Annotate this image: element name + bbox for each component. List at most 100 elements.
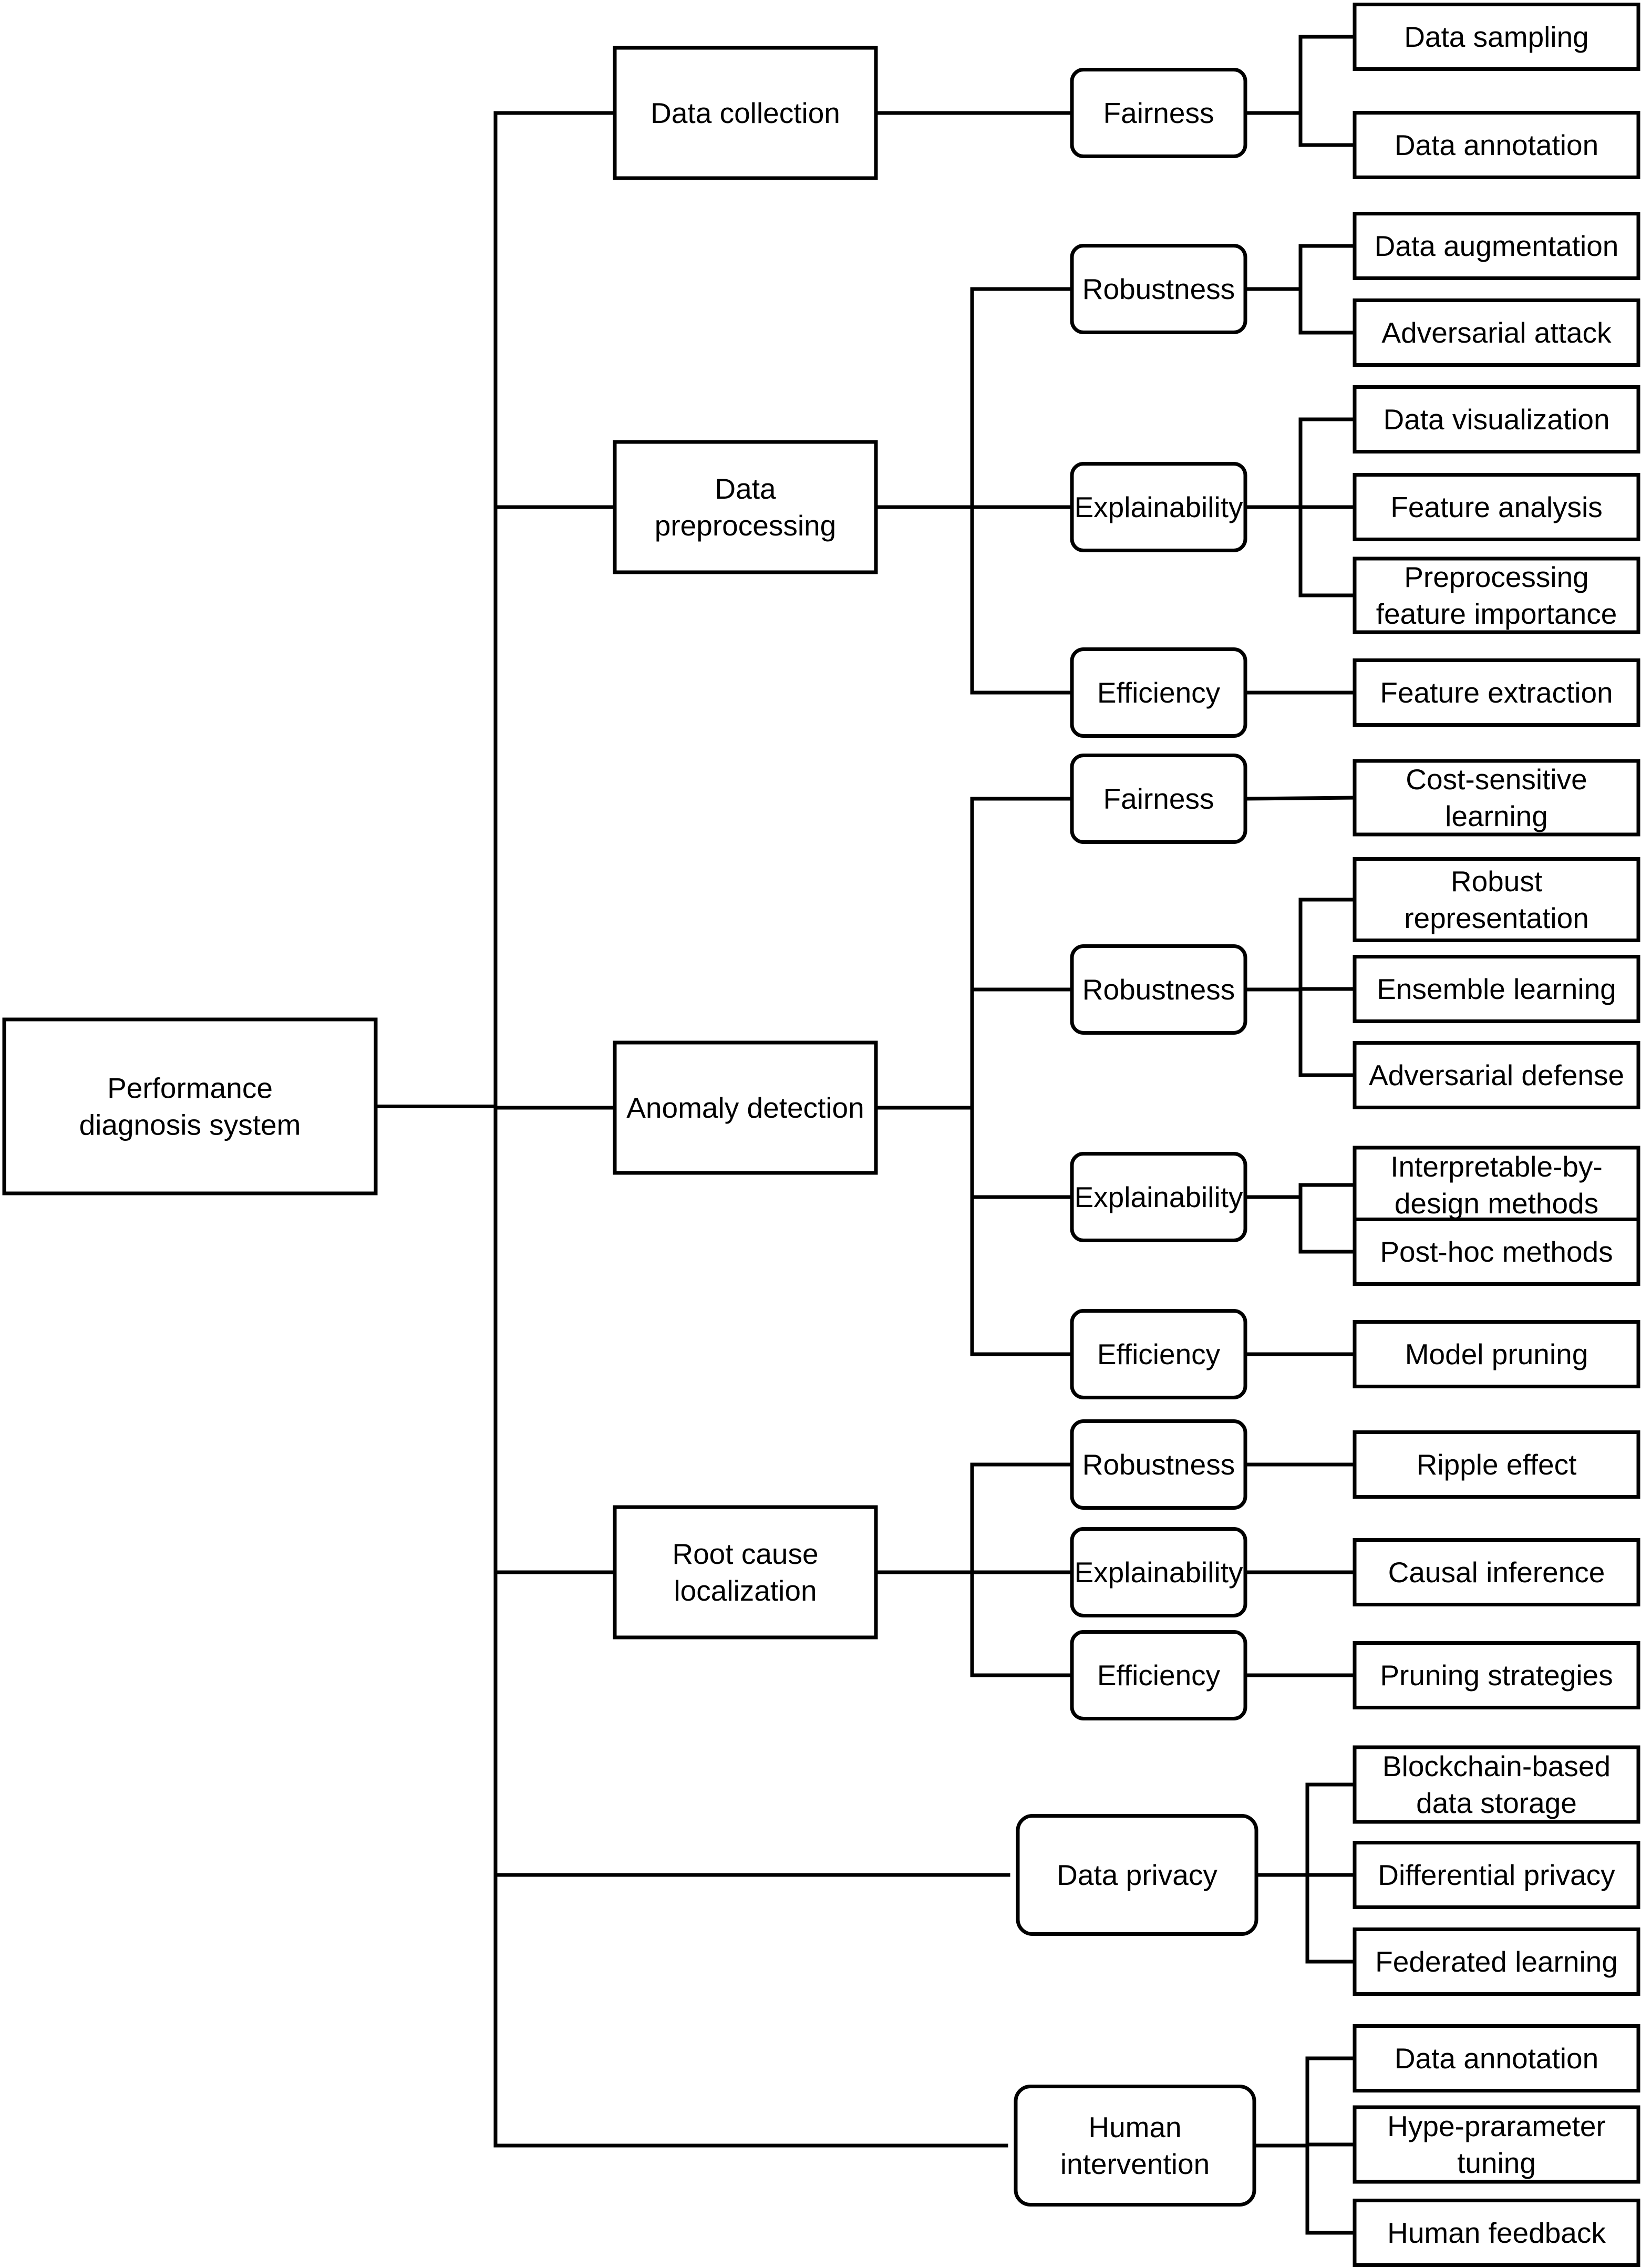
aspect-node-dp-efficiency[interactable]: Efficiency <box>1070 647 1247 738</box>
stage-node-data-preprocessing-label: preprocessing <box>655 509 836 542</box>
ad-fairness-to-leaf-arrow <box>1243 796 1357 801</box>
aspect-node-rc-explainability[interactable]: Explainability <box>1070 1527 1247 1617</box>
stage-node-data-collection[interactable]: Data collection <box>613 46 878 180</box>
leaf-node-data-sampling-frame <box>1353 3 1640 71</box>
leaf-node-blockchain-based-data-storage-label: Blockchain-based <box>1382 1750 1611 1782</box>
leaf-node-ensemble-learning-frame <box>1353 955 1640 1023</box>
stage-node-data-preprocessing-frame <box>613 440 878 574</box>
leaf-node-federated-learning[interactable]: Federated learning <box>1353 1927 1640 1996</box>
aspect-node-dp-efficiency-frame <box>1070 647 1247 738</box>
stage-node-data-privacy-frame <box>1016 1814 1258 1936</box>
stage-node-anomaly-detection[interactable]: Anomaly detection <box>613 1040 878 1175</box>
leaf-node-ensemble-learning[interactable]: Ensemble learning <box>1353 955 1640 1023</box>
root-node-performance-diagnosis-system-label: Performance <box>107 1072 273 1105</box>
leaf-node-ripple-effect-frame <box>1353 1430 1640 1499</box>
leaf-node-feature-extraction[interactable]: Feature extraction <box>1353 658 1640 727</box>
leaf-node-interpretable-by-design-methods-label: Interpretable-by- <box>1390 1150 1603 1183</box>
leaf-node-model-pruning-frame <box>1353 1320 1640 1388</box>
aspect-node-ad-efficiency-label: Efficiency <box>1097 1338 1221 1370</box>
aspect-node-dp-explainability-label: Explainability <box>1074 491 1243 523</box>
leaf-node-hype-prarameter-tuning-frame <box>1353 2105 1640 2184</box>
stage-node-data-privacy[interactable]: Data privacy <box>1016 1814 1258 1936</box>
leaf-node-data-visualization[interactable]: Data visualization <box>1353 385 1640 453</box>
leaf-node-robust-representation-label: Robust <box>1451 865 1542 898</box>
leaf-node-federated-learning-label: Federated learning <box>1375 1945 1618 1978</box>
stage-node-root-cause-localization-label: localization <box>674 1574 817 1607</box>
diagram-nodes: Performance diagnosis system Data collecti… <box>2 3 1640 2267</box>
leaf-node-cost-sensitive-learning[interactable]: Cost-sensitive learning <box>1353 759 1640 837</box>
leaf-node-data-augmentation-frame <box>1353 212 1640 280</box>
leaf-node-pruning-strategies-frame <box>1353 1641 1640 1709</box>
leaf-node-federated-learning-frame <box>1353 1927 1640 1996</box>
leaf-node-causal-inference[interactable]: Causal inference <box>1353 1538 1640 1606</box>
aspect-node-dp-robustness-label: Robustness <box>1082 273 1235 305</box>
aspect-node-ad-explainability[interactable]: Explainability <box>1070 1152 1247 1242</box>
aspect-node-ad-robustness-frame <box>1070 944 1247 1035</box>
leaf-node-data-augmentation-label: Data augmentation <box>1375 230 1619 262</box>
leaf-node-blockchain-based-data-storage-frame <box>1353 1745 1640 1824</box>
leaf-node-feature-extraction-label: Feature extraction <box>1380 676 1613 709</box>
leaf-node-adversarial-defense-label: Adversarial defense <box>1369 1059 1624 1091</box>
aspect-node-dp-explainability[interactable]: Explainability <box>1070 462 1247 552</box>
aspect-node-dp-robustness[interactable]: Robustness <box>1070 244 1247 334</box>
aspect-node-rc-efficiency-frame <box>1070 1630 1247 1720</box>
stage-node-data-preprocessing-label: Data <box>715 472 776 505</box>
leaf-node-pruning-strategies[interactable]: Pruning strategies <box>1353 1641 1640 1709</box>
leaf-node-data-annotation[interactable]: Data annotation <box>1353 111 1640 179</box>
aspect-node-ad-robustness-label: Robustness <box>1082 973 1235 1006</box>
leaf-node-preprocessing-feature-importance-label: feature importance <box>1376 597 1617 630</box>
leaf-node-data-annotation-label: Data annotation <box>1395 129 1598 161</box>
leaf-node-interpretable-by-design-methods-label: design methods <box>1395 1187 1598 1220</box>
leaf-node-data-sampling[interactable]: Data sampling <box>1353 3 1640 71</box>
leaf-node-post-hoc-methods[interactable]: Post-hoc methods <box>1353 1218 1640 1286</box>
aspect-node-ad-efficiency[interactable]: Efficiency <box>1070 1309 1247 1399</box>
leaf-node-ripple-effect[interactable]: Ripple effect <box>1353 1430 1640 1499</box>
leaf-node-feature-extraction-frame <box>1353 658 1640 727</box>
leaf-node-cost-sensitive-learning-label: learning <box>1445 800 1548 832</box>
leaf-node-feature-analysis[interactable]: Feature analysis <box>1353 473 1640 541</box>
aspect-node-ad-fairness-label: Fairness <box>1103 782 1214 815</box>
leaf-node-post-hoc-methods-label: Post-hoc methods <box>1380 1235 1613 1268</box>
aspect-node-ad-robustness[interactable]: Robustness <box>1070 944 1247 1035</box>
aspect-node-rc-explainability-label: Explainability <box>1074 1556 1243 1589</box>
leaf-node-model-pruning[interactable]: Model pruning <box>1353 1320 1640 1388</box>
aspect-node-ad-explainability-label: Explainability <box>1074 1181 1243 1213</box>
aspect-node-rc-robustness[interactable]: Robustness <box>1070 1419 1247 1510</box>
root-node-performance-diagnosis-system-label: diagnosis system <box>79 1109 301 1141</box>
stage-node-data-privacy-label: Data privacy <box>1057 1859 1217 1891</box>
leaf-node-preprocessing-feature-importance-label: Preprocessing <box>1404 561 1589 593</box>
leaf-node-feature-analysis-frame <box>1353 473 1640 541</box>
aspect-node-dc-fairness[interactable]: Fairness <box>1070 68 1247 158</box>
leaf-node-hype-prarameter-tuning-label: Hype-prarameter <box>1387 2110 1606 2142</box>
leaf-node-robust-representation[interactable]: Robust representation <box>1353 857 1640 942</box>
leaf-node-differential-privacy-label: Differential privacy <box>1378 1859 1615 1891</box>
stage-node-data-preprocessing[interactable]: Data preprocessing <box>613 440 878 574</box>
leaf-node-data-augmentation[interactable]: Data augmentation <box>1353 212 1640 280</box>
aspect-node-dp-robustness-frame <box>1070 244 1247 334</box>
leaf-node-preprocessing-feature-importance[interactable]: Preprocessing feature importance <box>1353 556 1640 634</box>
leaf-node-adversarial-attack[interactable]: Adversarial attack <box>1353 298 1640 367</box>
leaf-node-robust-representation-label: representation <box>1404 902 1589 934</box>
aspect-node-ad-fairness-frame <box>1070 754 1247 844</box>
aspect-node-dc-fairness-frame <box>1070 68 1247 158</box>
leaf-node-causal-inference-frame <box>1353 1538 1640 1606</box>
leaf-node-adversarial-attack-frame <box>1353 298 1640 367</box>
leaf-node-interpretable-by-design-methods[interactable]: Interpretable-by-design methods <box>1353 1146 1640 1224</box>
stage-node-root-cause-localization-frame <box>613 1505 878 1640</box>
leaf-node-differential-privacy[interactable]: Differential privacy <box>1353 1841 1640 1909</box>
aspect-node-rc-efficiency[interactable]: Efficiency <box>1070 1630 1247 1720</box>
leaf-node-data-annotation-label: Data annotation <box>1395 2042 1598 2075</box>
aspect-node-ad-fairness[interactable]: Fairness <box>1070 754 1247 844</box>
leaf-node-feature-analysis-label: Feature analysis <box>1390 491 1603 523</box>
leaf-node-data-annotation[interactable]: Data annotation <box>1353 2024 1640 2092</box>
leaf-node-adversarial-defense[interactable]: Adversarial defense <box>1353 1041 1640 1109</box>
leaf-node-human-feedback-label: Human feedback <box>1387 2217 1606 2249</box>
leaf-node-human-feedback[interactable]: Human feedback <box>1353 2199 1640 2267</box>
leaf-node-cost-sensitive-learning-label: Cost-sensitive <box>1406 763 1587 796</box>
root-node-performance-diagnosis-system[interactable]: Performance diagnosis system <box>2 1017 378 1195</box>
